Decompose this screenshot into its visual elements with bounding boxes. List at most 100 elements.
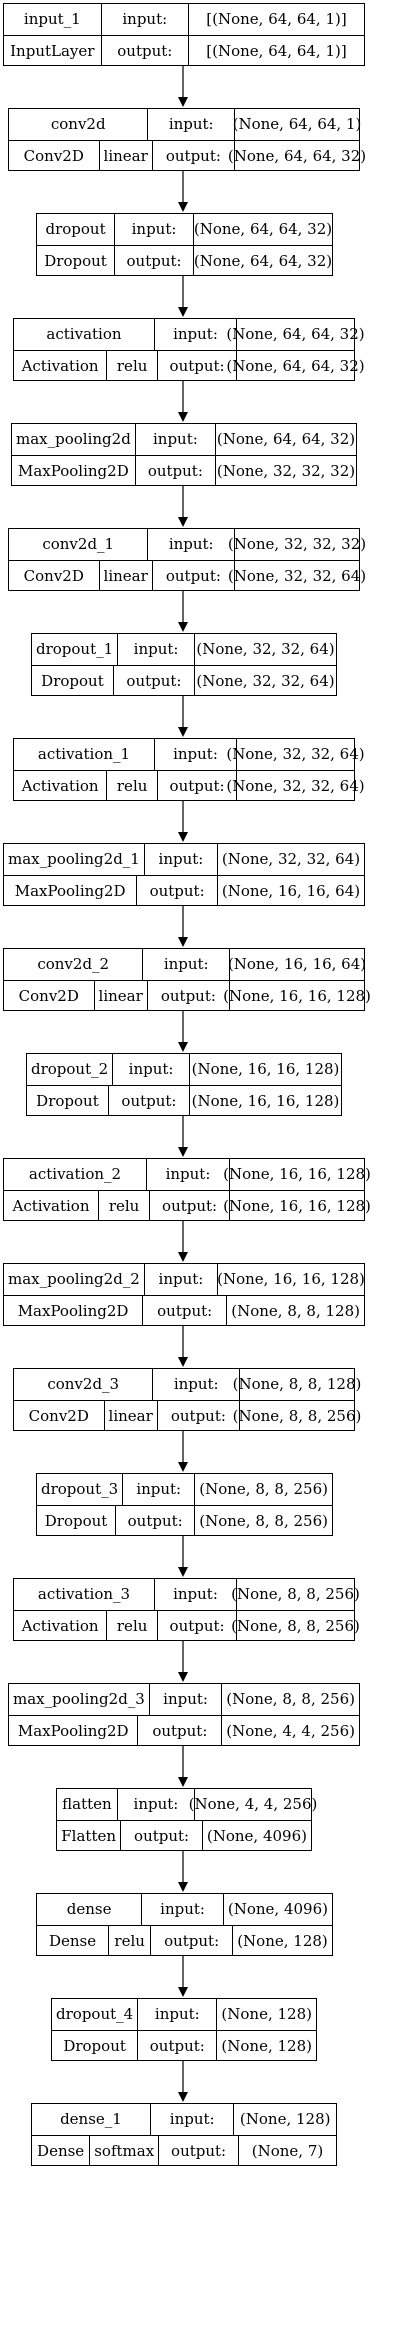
layer-name: max_pooling2d_1 (8, 850, 140, 869)
layer-name: dropout (45, 220, 106, 239)
layer-activation: relu (108, 1925, 150, 1956)
layer-name: activation_2 (28, 1165, 122, 1184)
input-label: input: (143, 1264, 217, 1295)
output-shape: (None, 128) (216, 2030, 316, 2061)
input-label: input: (152, 1369, 239, 1400)
layer-name: conv2d_2 (37, 955, 110, 974)
output-shape: (None, 128) (231, 1925, 332, 1956)
output-label: output: (142, 1295, 226, 1326)
layer-type: Activation (21, 356, 99, 375)
input-label: input: (134, 424, 215, 455)
layer-name: activation_3 (37, 1585, 131, 1604)
output-label: output: (114, 245, 193, 276)
layer-name: dropout_2 (31, 1060, 109, 1079)
input-shape: (None, 8, 8, 256) (221, 1684, 359, 1715)
input-label: input: (143, 844, 217, 875)
input-label: input: (137, 1999, 216, 2030)
output-label: output: (158, 2135, 238, 2166)
output-label: output: (146, 980, 229, 1011)
input-label: input: (145, 1159, 229, 1190)
layer-activation: relu (106, 1610, 157, 1641)
output-label: output: (157, 770, 236, 801)
output-shape: (None, 16, 16, 128) (223, 980, 371, 1011)
layer-name: max_pooling2d (16, 430, 131, 449)
output-shape: (None, 16, 16, 128) (223, 1190, 371, 1221)
layer-name: flatten (62, 1795, 112, 1814)
layer-type: InputLayer (10, 41, 95, 60)
output-label: output: (151, 560, 234, 591)
output-shape: [(None, 64, 64, 1)] (188, 35, 364, 66)
arrowhead (178, 832, 188, 842)
input-label: input: (142, 949, 229, 980)
layer-name: dense (66, 1900, 112, 1919)
arrowhead (178, 517, 188, 527)
input-shape: (None, 8, 8, 256) (231, 1579, 360, 1610)
arrowhead (178, 1357, 188, 1367)
layer-type: Flatten (61, 1826, 117, 1845)
layer-name: dense_1 (60, 2110, 122, 2129)
layer-name: conv2d_1 (42, 535, 115, 554)
input-shape: (None, 8, 8, 128) (233, 1369, 361, 1400)
input-label: input: (147, 109, 234, 140)
output-label: output: (137, 2030, 216, 2061)
output-shape: (None, 16, 16, 64) (217, 875, 364, 906)
layer-node-activation: activation input:(None, 64, 64, 32) Activa… (13, 318, 365, 381)
input-shape: (None, 64, 64, 32) (226, 319, 365, 350)
output-label: output: (120, 1820, 202, 1851)
input-shape: (None, 64, 64, 32) (193, 214, 332, 245)
layer-type: Dense (48, 1931, 97, 1950)
output-shape: (None, 8, 8, 128) (226, 1295, 364, 1326)
output-label: output: (157, 1610, 236, 1641)
layer-type: MaxPooling2D (17, 461, 129, 480)
input-shape: (None, 16, 16, 128) (223, 1159, 371, 1190)
input-label: input: (122, 1474, 194, 1505)
layer-name: max_pooling2d_2 (8, 1270, 140, 1289)
output-shape: (None, 64, 64, 32) (193, 245, 332, 276)
input-shape: (None, 64, 64, 32) (215, 424, 356, 455)
arrowhead (178, 727, 188, 737)
input-label: input: (112, 1054, 189, 1085)
arrowhead (178, 97, 188, 107)
output-shape: (None, 4, 4, 256) (221, 1715, 359, 1746)
arrowhead (178, 1567, 188, 1577)
input-shape: (None, 8, 8, 256) (194, 1474, 332, 1505)
output-shape: (None, 16, 16, 128) (189, 1085, 341, 1116)
output-label: output: (115, 1505, 194, 1536)
layer-type: Dropout (36, 1091, 99, 1110)
layer-type: Conv2D (23, 566, 84, 585)
arrowhead (178, 2092, 188, 2102)
layer-type: Activation (21, 1616, 99, 1635)
input-label: input: (117, 634, 194, 665)
input-shape: (None, 16, 16, 64) (228, 949, 366, 980)
arrowhead (178, 1987, 188, 1997)
layer-activation: relu (98, 1190, 149, 1221)
layer-activation: relu (106, 770, 157, 801)
arrowhead (178, 307, 188, 317)
output-shape: (None, 8, 8, 256) (194, 1505, 332, 1536)
input-shape: (None, 4, 4, 256) (189, 1789, 317, 1820)
layer-name: activation_1 (37, 745, 131, 764)
input-shape: [(None, 64, 64, 1)] (188, 4, 364, 35)
arrowhead (178, 1672, 188, 1682)
output-shape: (None, 32, 32, 64) (228, 560, 366, 591)
input-label: input: (153, 319, 236, 350)
output-label: output: (136, 875, 217, 906)
input-shape: (None, 128) (216, 1999, 316, 2030)
output-shape: (None, 32, 32, 64) (226, 770, 365, 801)
input-shape: (None, 16, 16, 128) (217, 1264, 365, 1295)
input-shape: (None, 32, 32, 64) (194, 634, 336, 665)
output-label: output: (137, 1715, 221, 1746)
layer-name: activation (46, 325, 122, 344)
input-shape: (None, 64, 64, 1) (233, 109, 361, 140)
layer-activation: linear (103, 1400, 157, 1431)
output-label: output: (100, 35, 188, 66)
